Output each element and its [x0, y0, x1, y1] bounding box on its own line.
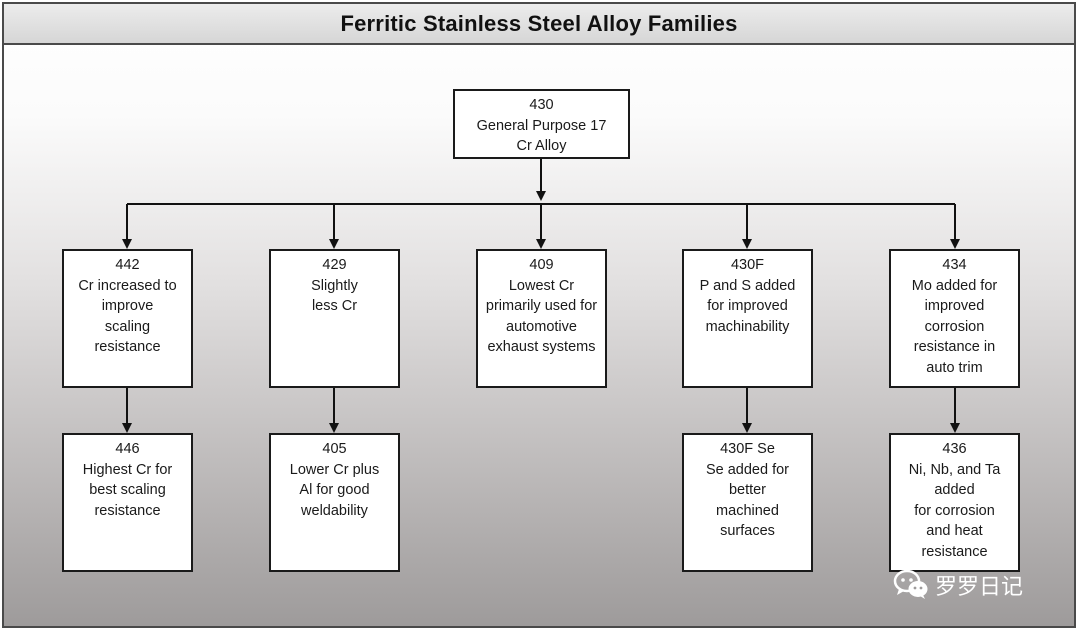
alloy-box-436: 436 Ni, Nb, and Ta added for corrosion a… — [889, 433, 1020, 572]
alloy-code: 409 — [529, 257, 554, 273]
alloy-code: 446 — [115, 441, 140, 457]
alloy-description: Mo added for improved corrosion resistan… — [911, 277, 998, 376]
alloy-box-442: 442 Cr increased to improve scaling resi… — [62, 249, 193, 388]
alloy-code: 442 — [115, 257, 140, 273]
alloy-description: Lowest Cr primarily used for automotive … — [485, 277, 598, 356]
alloy-description: Lower Cr plus Al for good weldability — [289, 461, 380, 519]
alloy-description: Highest Cr for best scaling resistance — [82, 461, 173, 519]
alloy-box-430: 430 General Purpose 17 Cr Alloy — [453, 89, 630, 159]
alloy-code: 430F — [730, 257, 765, 273]
alloy-code: 430F Se — [720, 441, 775, 457]
alloy-code: 434 — [942, 257, 967, 273]
alloy-box-405: 405 Lower Cr plus Al for good weldabilit… — [269, 433, 400, 572]
alloy-code: 436 — [942, 441, 967, 457]
alloy-description: Se added for better machined surfaces — [705, 461, 790, 540]
alloy-box-434: 434 Mo added for improved corrosion resi… — [889, 249, 1020, 388]
alloy-box-409: 409 Lowest Cr primarily used for automot… — [476, 249, 607, 388]
alloy-code: 405 — [322, 441, 347, 457]
alloy-box-429: 429 Slightly less Cr — [269, 249, 400, 388]
wechat-icon — [893, 569, 928, 599]
alloy-code: 430 — [529, 97, 554, 113]
alloy-description: General Purpose 17 Cr Alloy — [476, 117, 607, 155]
alloy-description: Ni, Nb, and Ta added for corrosion and h… — [908, 461, 1001, 560]
alloy-code: 429 — [322, 257, 347, 273]
title-bar: Ferritic Stainless Steel Alloy Families — [4, 4, 1074, 45]
alloy-box-446: 446 Highest Cr for best scaling resistan… — [62, 433, 193, 572]
diagram-title: Ferritic Stainless Steel Alloy Families — [340, 10, 738, 36]
alloy-box-430f: 430F P and S added for improved machinab… — [682, 249, 813, 388]
watermark: 罗罗日记 — [893, 567, 1023, 603]
alloy-box-430f-se: 430F Se Se added for better machined sur… — [682, 433, 813, 572]
alloy-description: Slightly less Cr — [311, 277, 358, 315]
alloy-description: P and S added for improved machinability — [699, 277, 796, 335]
watermark-text: 罗罗日记 — [935, 575, 1024, 600]
alloy-description: Cr increased to improve scaling resistan… — [78, 277, 177, 356]
